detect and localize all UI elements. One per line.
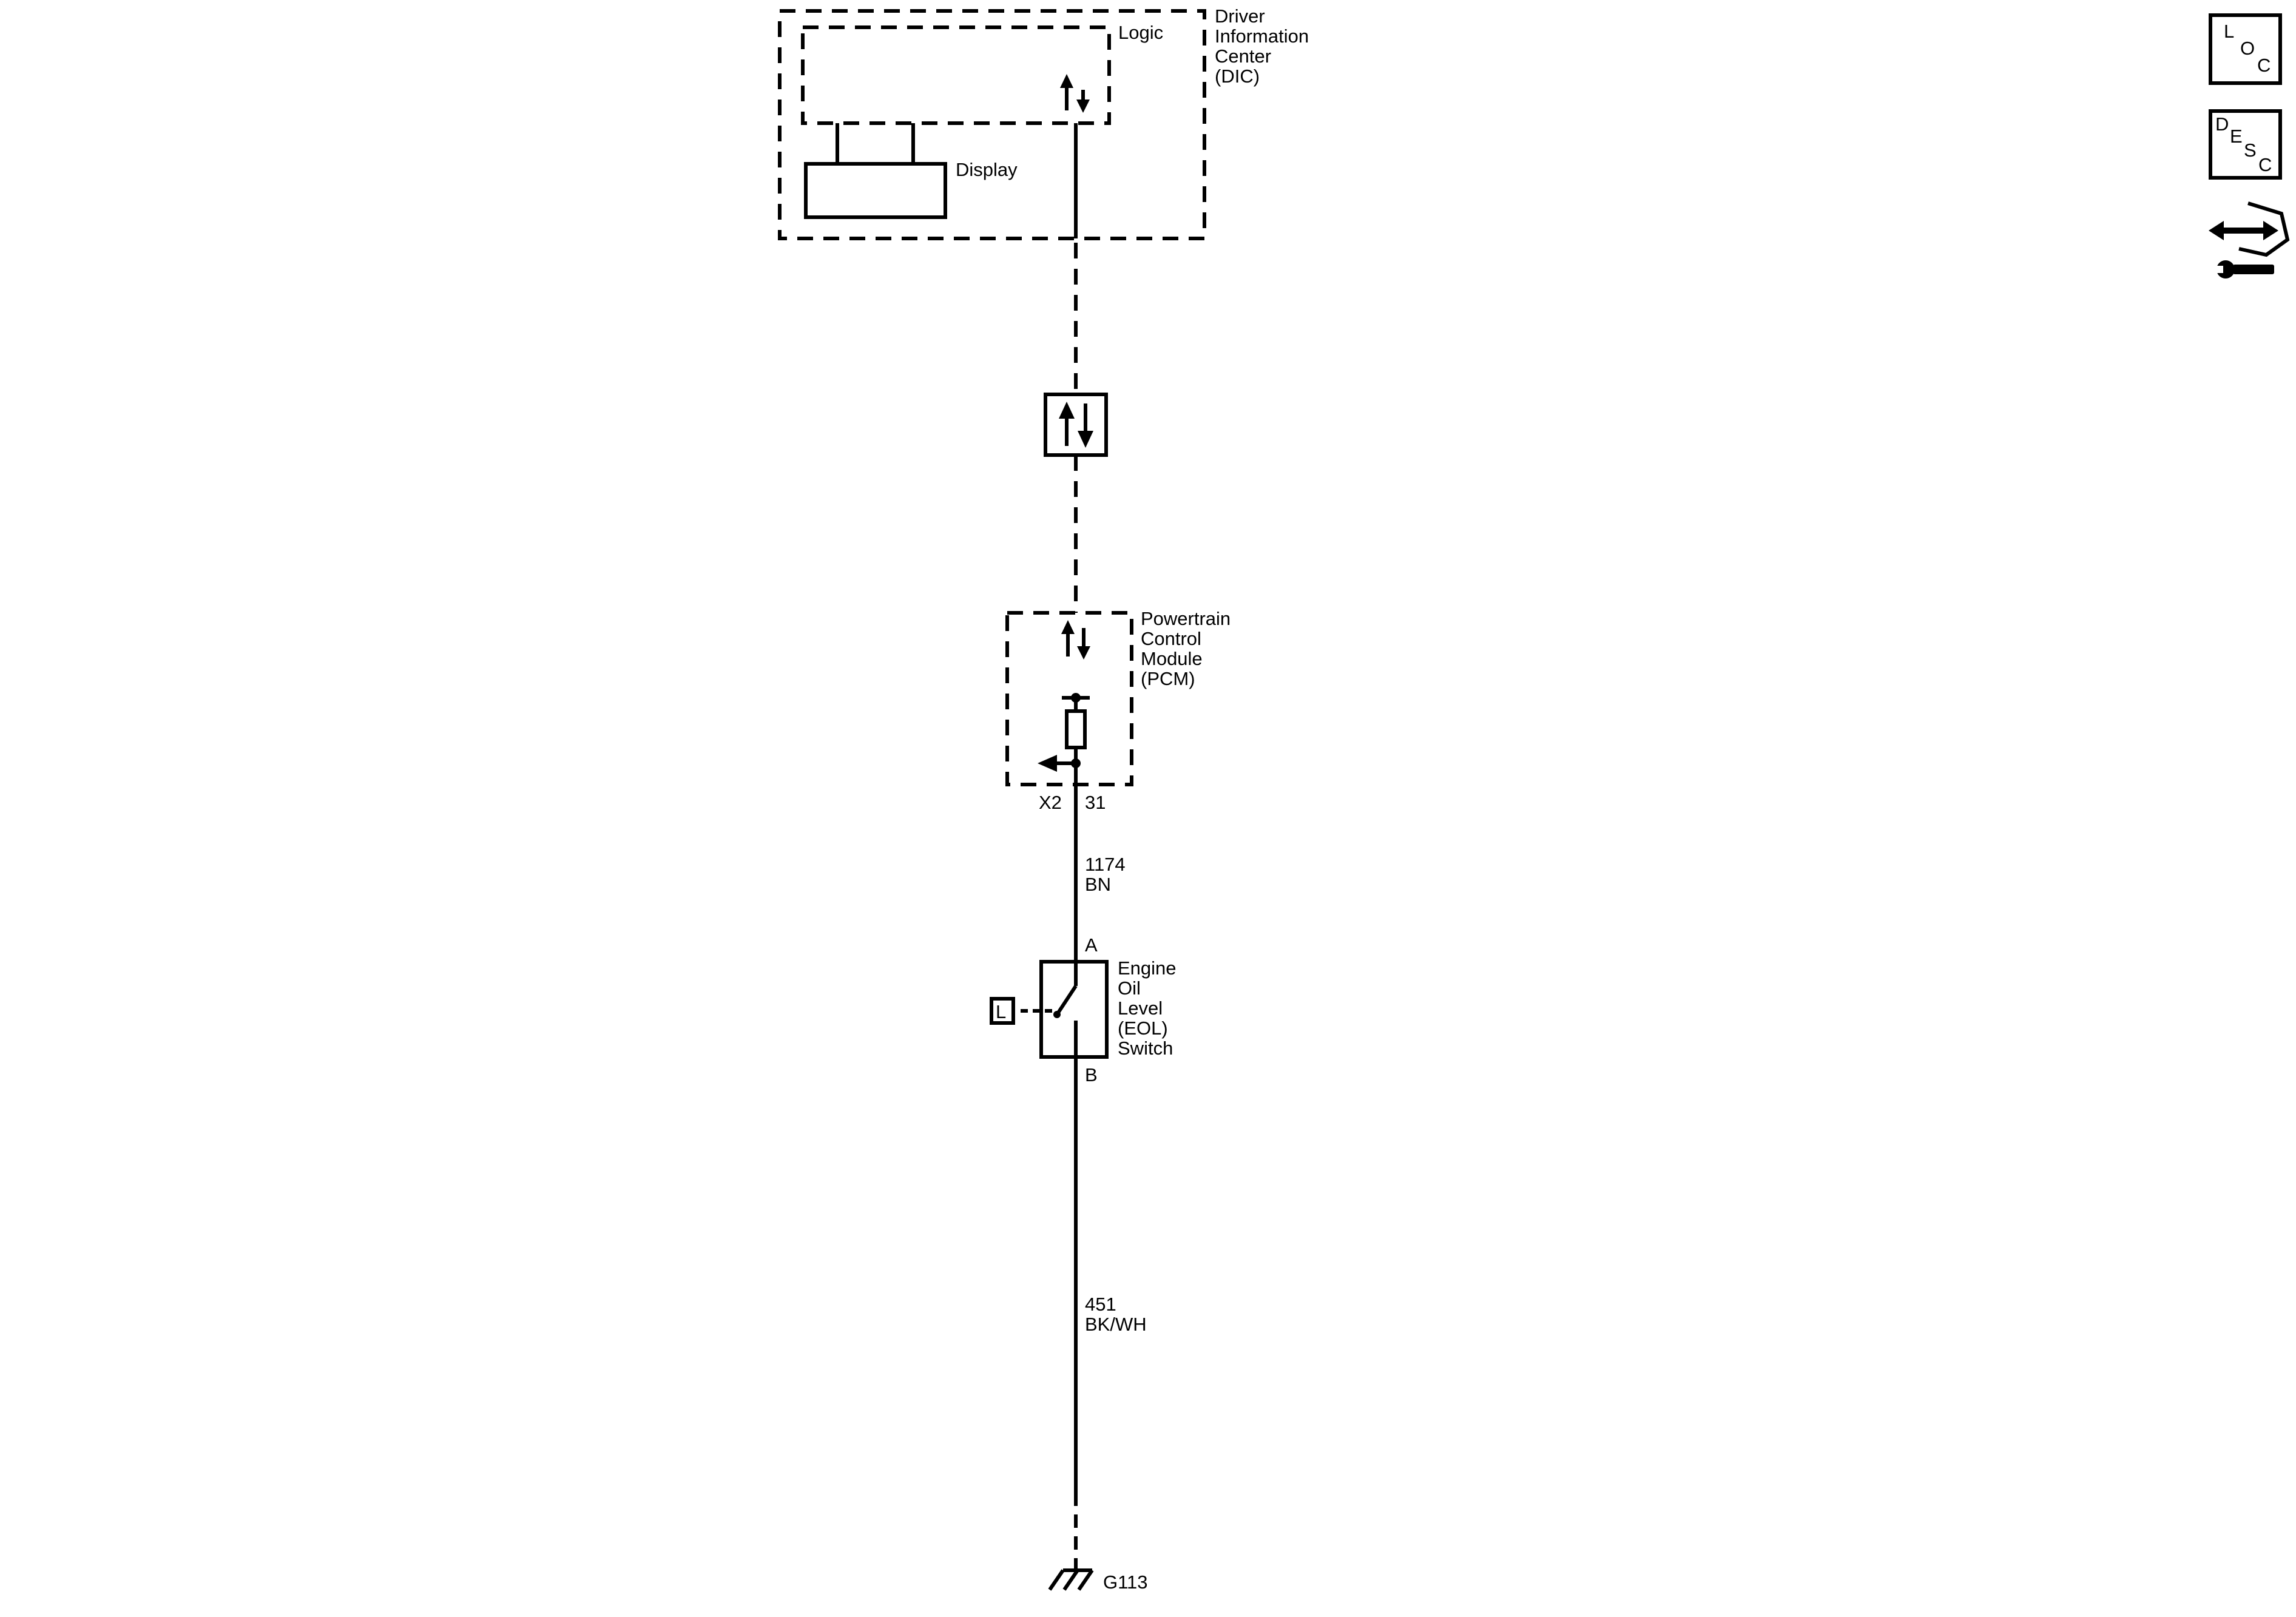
description-icon[interactable]: D E S C [2209,109,2282,180]
eol-location-letter: L [996,1001,1006,1022]
wire-1174-color: BN [1085,874,1111,895]
svg-text:O: O [2240,38,2255,59]
eol-switch-name: Engine Oil Level (EOL) Switch [1118,957,1181,1059]
eol-pin-a-label: A [1085,934,1098,956]
eol-location-tag [990,997,1015,1025]
eol-switch: A L Engine Oil Level (EOL) Switch B [990,934,1181,1085]
dic-logic-box [801,25,1111,125]
wire-1174-circuit: 1174 [1085,854,1126,875]
svg-text:C: C [2258,154,2272,175]
pcm-connector-label: X2 [1039,792,1062,813]
pcm-pin-label: 31 [1085,792,1106,813]
wire-451-color: BK/WH [1085,1314,1147,1335]
location-icon[interactable]: L O C [2209,13,2282,85]
svg-text:S: S [2244,140,2257,161]
eol-pin-b-label: B [1085,1064,1098,1085]
dic-logic-label: Logic [1118,22,1163,43]
serial-data-icon [1044,393,1108,457]
dic-serial-data-arrows-icon [1060,74,1090,113]
pcm-serial-data-arrows-icon [1061,620,1090,660]
dic-outline [778,9,1206,240]
ground-icon [1048,1568,1094,1591]
svg-text:D: D [2215,113,2229,135]
pcm-name: Powertrain Control Module (PCM) [1141,608,1236,689]
svg-text:E: E [2230,126,2243,147]
pcm-outline [1005,611,1133,786]
svg-text:C: C [2257,55,2271,76]
dic-display-label: Display [956,159,1018,180]
dic-module: Logic Display Driver Information Center … [778,5,1314,240]
dic-display-box [804,162,947,219]
svg-text:L: L [2224,21,2234,42]
pcm-module: Powertrain Control Module (PCM) X2 31 [1005,608,1236,813]
wire-451-circuit: 451 [1085,1294,1116,1315]
pcm-resistor [1065,709,1087,749]
dic-name: Driver Information Center (DIC) [1215,5,1314,87]
ground-label: G113 [1103,1571,1148,1593]
connector-repair-icon[interactable] [2209,201,2290,279]
